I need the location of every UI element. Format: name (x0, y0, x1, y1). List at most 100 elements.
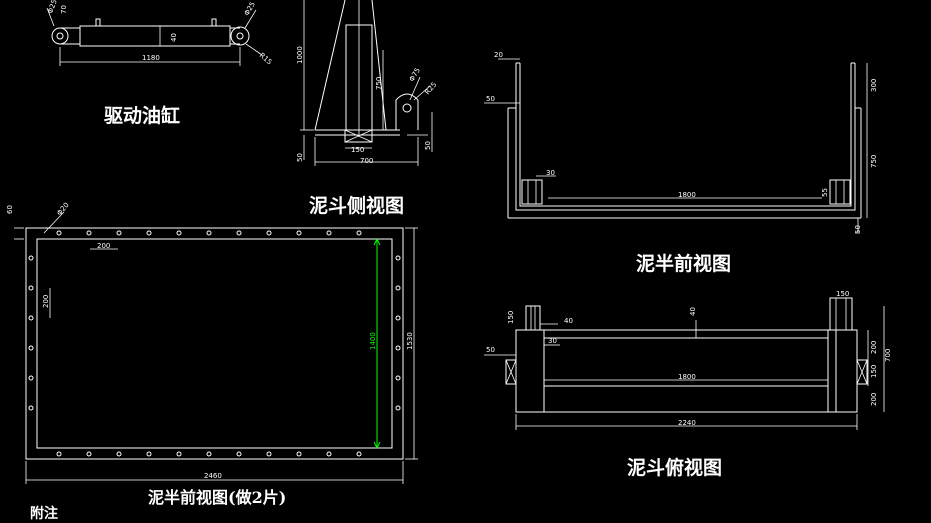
panel-bolt-hole (296, 451, 302, 457)
top-view-right-bracket (829, 297, 853, 331)
dim-side-base: 150 (351, 146, 364, 154)
panel-bolt-hole (146, 230, 152, 236)
dim-cyl-phi-left: Φ25 (46, 0, 58, 15)
panel-bolt-hole (146, 451, 152, 457)
front-view-half-drawing: 20 50 30 1800 55 300 750 50 (484, 51, 878, 234)
front-view-right-bracket (829, 179, 851, 205)
panel-front-view-drawing: 60 Φ20 200 200 1400 1530 2460 (6, 201, 418, 484)
cylinder-drawing: 1180 Φ25 70 40 Φ25 R15 (46, 0, 273, 66)
panel-bolt-hole (116, 230, 122, 236)
dim-front-50: 50 (486, 95, 495, 103)
dim-panel-inner-h: 1400 (369, 332, 377, 350)
dim-panel-phi: Φ20 (55, 201, 70, 217)
dim-panel-spacing-v: 200 (42, 295, 50, 308)
panel-bolt-hole (86, 451, 92, 457)
dim-top-150b: 150 (836, 290, 849, 298)
panel-inner-frame (36, 238, 393, 449)
top-view-drawing: 150 40 40 50 30 1800 2240 150 200 700 15… (484, 290, 892, 430)
dim-side-right-50: 50 (424, 141, 432, 150)
panel-bolt-hole (28, 375, 34, 381)
dim-front-top-20: 20 (494, 51, 503, 59)
panel-bolt-hole (28, 255, 34, 261)
side-view-lug (395, 93, 419, 130)
panel-bolt-hole (395, 375, 401, 381)
panel-bolt-hole (176, 451, 182, 457)
panel-bolt-hole (28, 345, 34, 351)
dim-top-50: 50 (486, 346, 495, 354)
top-view-left-bracket (525, 305, 541, 331)
dim-front-50b: 50 (854, 225, 862, 234)
dim-top-30: 30 (548, 337, 557, 345)
panel-bolt-hole (395, 405, 401, 411)
panel-bolt-hole (395, 285, 401, 291)
dim-top-200b: 200 (870, 393, 878, 406)
dim-top-40b: 40 (689, 307, 697, 316)
panel-bolt-hole (296, 230, 302, 236)
panel-bolt-hole (56, 451, 62, 457)
panel-bolt-hole (395, 315, 401, 321)
title-front-view-half: 泥半前视图 (636, 253, 732, 275)
dim-front-30: 30 (546, 169, 555, 177)
panel-bolt-hole (326, 451, 332, 457)
title-cylinder: 驱动油缸 (104, 105, 181, 127)
dim-front-300: 300 (870, 79, 878, 92)
dim-side-total-h: 1000 (296, 46, 304, 64)
dim-side-phi: Φ75 (408, 67, 422, 83)
panel-bolt-hole (206, 451, 212, 457)
side-view-drawing: 1000 750 50 150 700 Φ75 R25 50 (296, 0, 438, 166)
panel-bolt-hole (28, 315, 34, 321)
dim-top-200a: 200 (870, 341, 878, 354)
panel-bolt-hole (356, 230, 362, 236)
top-view-outer-frame (515, 329, 858, 413)
dim-front-750: 750 (870, 155, 878, 168)
dim-top-150c: 150 (870, 365, 878, 378)
dim-front-55: 55 (821, 188, 829, 197)
dim-top-40a: 40 (564, 317, 573, 325)
dim-panel-spacing-h: 200 (97, 242, 110, 250)
panel-bolt-hole (56, 230, 62, 236)
panel-bolt-hole (116, 451, 122, 457)
panel-bolt-hole (236, 230, 242, 236)
dim-side-bottom: 50 (296, 153, 304, 162)
panel-bolt-hole (356, 451, 362, 457)
panel-bolt-hole (28, 285, 34, 291)
panel-bolt-hole (326, 230, 332, 236)
dim-cyl-r: R15 (258, 51, 274, 66)
panel-bolt-hole (86, 230, 92, 236)
dim-top-700: 700 (884, 349, 892, 362)
dim-front-inner: 1800 (678, 191, 696, 199)
dim-panel-total-h: 1530 (406, 332, 414, 350)
dim-top-inner: 1800 (678, 373, 696, 381)
dim-cyl-phi-right: Φ25 (243, 1, 257, 17)
panel-bolt-hole (236, 451, 242, 457)
title-front-view-panel: 泥半前视图(做2片) (148, 488, 287, 507)
dim-side-mid-h: 750 (375, 77, 383, 90)
dim-panel-width: 2460 (204, 472, 222, 480)
front-view-left-bracket (521, 179, 543, 205)
dim-side-width: 700 (360, 157, 373, 165)
title-note: 附注 (30, 506, 58, 522)
dim-top-total: 2240 (678, 419, 696, 427)
dim-cyl-length: 1180 (142, 54, 160, 62)
dim-top-150a: 150 (507, 311, 515, 324)
panel-bolt-hole (176, 230, 182, 236)
front-view-outer-profile (515, 63, 856, 211)
cylinder-left-eye (51, 27, 69, 45)
cylinder-right-eye (230, 26, 250, 46)
panel-bolt-hole (266, 451, 272, 457)
dim-side-r: R25 (423, 81, 438, 97)
panel-outer-frame (25, 227, 404, 460)
dim-cyl-h1: 70 (60, 5, 68, 14)
panel-bolt-hole (266, 230, 272, 236)
cylinder-body (79, 25, 231, 47)
panel-bolt-holes (28, 230, 401, 457)
cylinder-left-pin (56, 32, 64, 40)
cylinder-right-pin (236, 32, 244, 40)
title-top-view: 泥斗俯视图 (627, 457, 723, 479)
dim-cyl-h2: 40 (170, 33, 178, 42)
panel-bolt-hole (28, 405, 34, 411)
dim-panel-60: 60 (6, 205, 14, 214)
panel-bolt-hole (395, 345, 401, 351)
title-side-view: 泥斗侧视图 (309, 195, 405, 217)
